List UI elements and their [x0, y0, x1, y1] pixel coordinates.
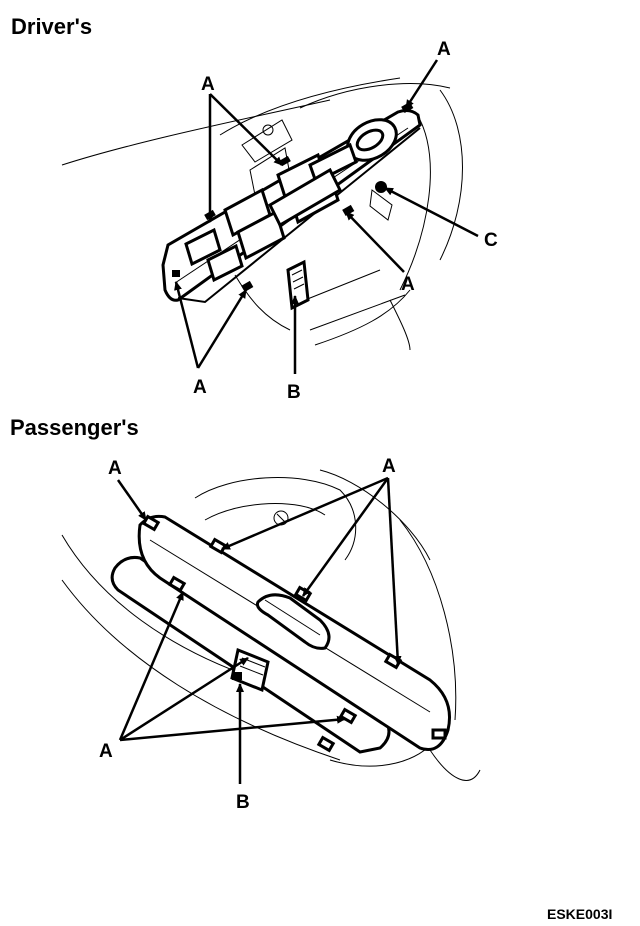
label-A-passenger-bottom: A [99, 741, 113, 762]
passenger-callout-arrows [116, 476, 402, 784]
passenger-window-switch [256, 593, 331, 650]
label-A-driver-top-left: A [201, 74, 215, 95]
connector-B-driver [286, 259, 310, 311]
label-A-passenger-top-right: A [382, 456, 396, 477]
passenger-callout-labels: A A A B [99, 456, 396, 813]
driver-switch-rear-left [184, 227, 222, 267]
driver-section-title: Driver's [11, 14, 93, 39]
label-B-passenger: B [236, 792, 250, 813]
screw-C [375, 181, 387, 193]
driver-callout-arrows [174, 59, 479, 374]
label-A-driver-right: A [401, 274, 415, 295]
driver-door-background [61, 77, 463, 351]
label-C-driver: C [484, 230, 498, 251]
label-A-driver-bottom: A [193, 377, 207, 398]
passenger-switch-panel [110, 514, 451, 754]
driver-callout-labels: A A C A A B [193, 39, 498, 403]
label-B-driver: B [287, 382, 301, 403]
driver-switch-rear-right [308, 142, 358, 185]
figure-code: ESKE003I [547, 906, 613, 922]
passenger-section-title: Passenger's [10, 415, 139, 440]
label-A-driver-top-right: A [437, 39, 451, 60]
driver-switch-panel [161, 101, 422, 311]
label-A-passenger-top-left: A [108, 458, 122, 479]
